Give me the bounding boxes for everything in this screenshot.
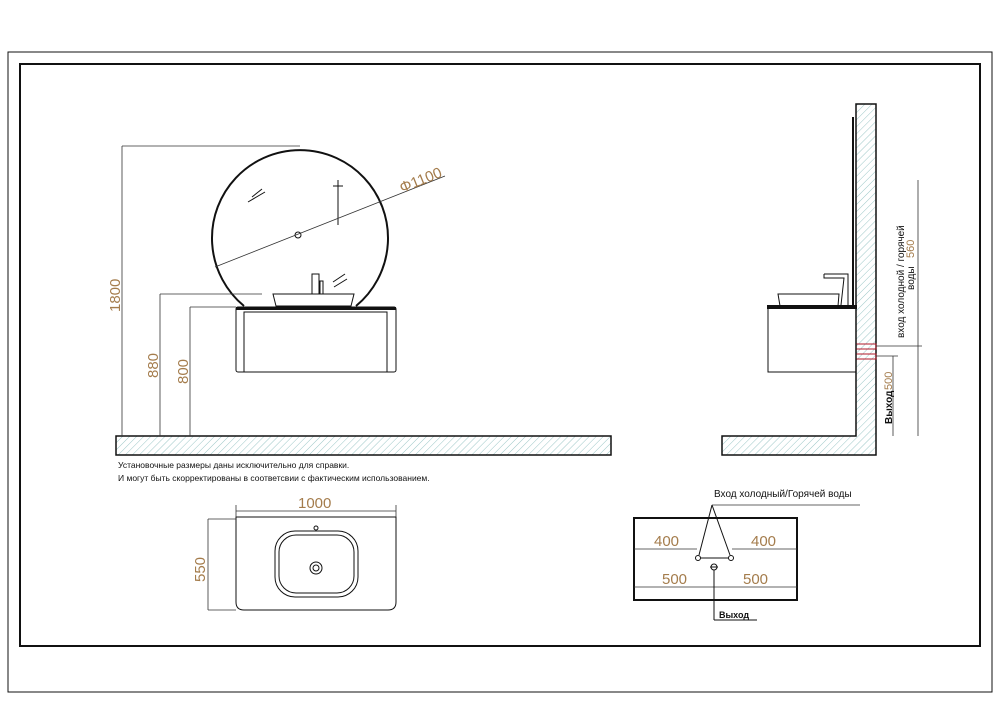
inlet-label-line2: воды (906, 266, 917, 290)
top-view: 1000 550 (192, 495, 397, 611)
plan-outline (633, 517, 798, 601)
inlet-height-label: 560 (905, 240, 917, 258)
tap-hole (313, 525, 319, 531)
inlet-label: Вход холодный/Горячей воды (714, 489, 852, 500)
front-view: Φ1100 1800 880 800 Установочные размеры … (107, 145, 612, 483)
hot-inlet-point (728, 555, 734, 561)
plumbing-plan: Вход холодный/Горячей воды 400 400 500 5… (633, 489, 860, 621)
inner-frame (19, 63, 981, 647)
counter-height-label: 880 (145, 353, 162, 378)
width-label: 1000 (298, 495, 331, 512)
total-height-label: 1800 (107, 279, 124, 312)
diameter-line (214, 175, 446, 268)
left-outlet-label: 500 (662, 571, 687, 588)
countertop (236, 307, 396, 310)
cabinet-side (767, 307, 857, 373)
drain-icon (309, 561, 323, 575)
countertop-plan (235, 516, 397, 611)
right-inlet-label: 400 (751, 533, 776, 550)
faucet (311, 273, 320, 295)
cabinet-height-label: 800 (175, 359, 192, 384)
outlet-height-label: 500 (883, 372, 895, 390)
basin-plan (274, 530, 359, 598)
outlet-label-plan: Выход (719, 610, 749, 620)
wall-and-floor (721, 103, 877, 456)
faucet-side (823, 273, 849, 306)
cabinet-drawer (243, 311, 388, 373)
note-line-1: Установочные размеры даны исключительно … (118, 460, 349, 470)
cabinet (235, 306, 397, 373)
floor (115, 435, 612, 456)
outlet-label: Выход (884, 390, 895, 424)
mirror-diameter-label: Φ1100 (397, 164, 444, 196)
vessel-basin (272, 293, 355, 307)
side-view: вход холодной / горячей воды 560 Выход 5… (721, 103, 922, 456)
basin-side (777, 293, 840, 307)
inlet-label-line1: вход холодной / горячей (896, 225, 907, 338)
depth-label: 550 (192, 557, 209, 582)
left-inlet-label: 400 (654, 533, 679, 550)
note-line-2: И могут быть скорректированы в соответсв… (118, 473, 430, 483)
round-mirror (211, 149, 389, 307)
outer-frame (7, 51, 993, 693)
cold-inlet-point (695, 555, 701, 561)
right-outlet-label: 500 (743, 571, 768, 588)
